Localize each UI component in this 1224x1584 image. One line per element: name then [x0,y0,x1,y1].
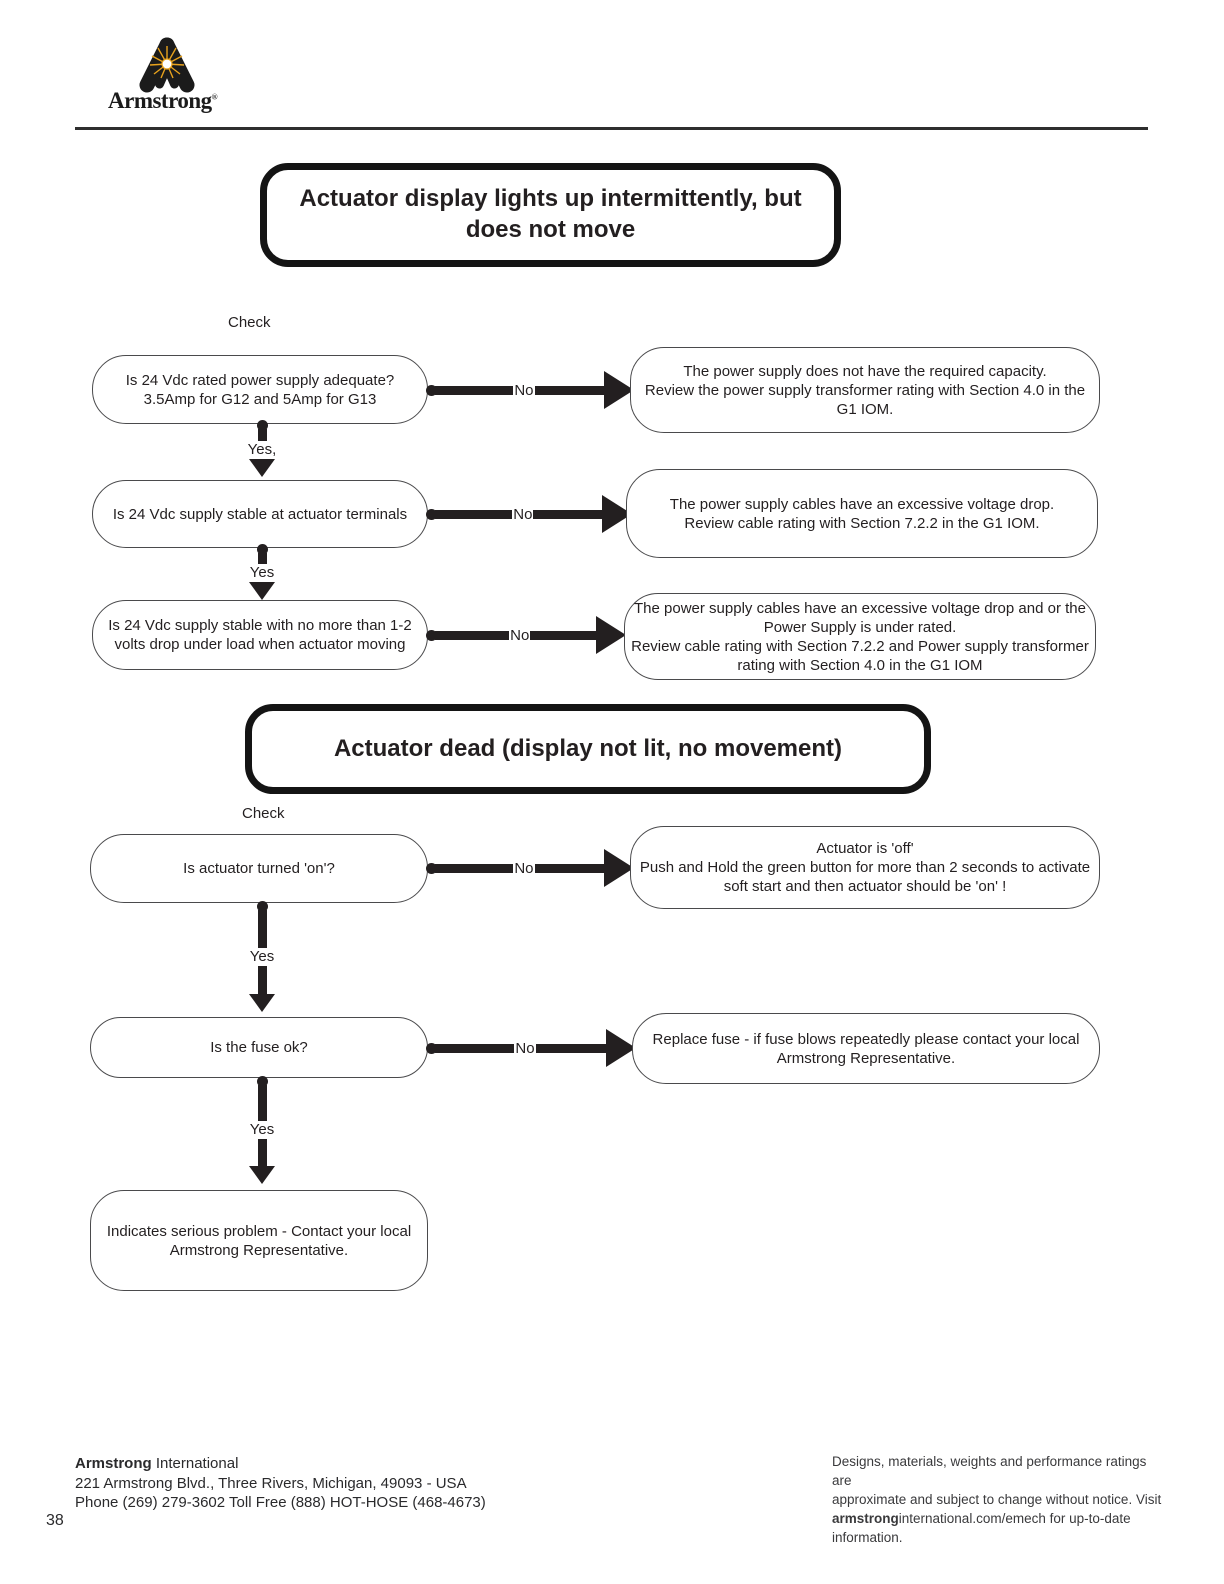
arrow-start-dot [426,1042,437,1054]
armstrong-wordmark: Armstrong® [108,88,218,113]
yes-arrow: Yes, [242,420,282,477]
no-label: No [515,1039,535,1057]
final-box-serious-problem: Indicates serious problem - Contact your… [90,1190,428,1291]
answer-box-cables-underrated: The power supply cables have an excessiv… [624,593,1096,680]
answer-box-voltage-drop: The power supply cables have an excessiv… [626,469,1098,558]
arrow-start-dot [256,420,268,431]
arrow-start-dot [426,629,437,641]
arrow-start-dot [426,508,437,520]
yes-label: Yes [249,1121,275,1138]
registered-mark: ® [211,92,218,102]
no-arrow: No [426,616,626,654]
no-arrow: No [426,495,632,533]
question-box-fuse-ok: Is the fuse ok? [90,1017,428,1078]
arrowhead-right-icon [596,616,626,654]
yes-arrow: Yes [242,544,282,600]
arrow-start-dot [256,544,268,555]
flowchart2-check-label: Check [242,805,285,822]
footer-address: 221 Armstrong Blvd., Three Rivers, Michi… [75,1474,467,1492]
arrow-start-dot [256,1076,268,1087]
no-label: No [510,626,530,644]
no-arrow: No [426,1029,636,1067]
flowchart2-title: Actuator dead (display not lit, no movem… [245,704,931,794]
footer-notice-line1: Designs, materials, weights and performa… [832,1454,1147,1488]
armstrong-logo-icon [139,37,195,93]
arrowhead-right-icon [604,371,634,409]
footer-company-block: Armstrong International 221 Armstrong Bl… [75,1454,486,1513]
question-box-volts-drop: Is 24 Vdc supply stable with no more tha… [92,600,428,670]
no-arrow: No [426,849,634,887]
arrowhead-down-icon [249,582,275,600]
question-box-actuator-on: Is actuator turned 'on'? [90,834,428,903]
arrow-start-dot [256,901,268,912]
answer-box-replace-fuse: Replace fuse - if fuse blows repeatedly … [632,1013,1100,1084]
arrowhead-right-icon [604,849,634,887]
arrowhead-down-icon [249,994,275,1012]
arrow-start-dot [426,384,437,396]
answer-box-power-capacity: The power supply does not have the requi… [630,347,1100,433]
yes-label: Yes [249,564,275,581]
flowchart1-title: Actuator display lights up intermittentl… [260,163,841,267]
yes-arrow: Yes [242,901,282,1012]
footer-phone: Phone (269) 279-3602 Toll Free (888) HOT… [75,1494,486,1511]
question-box-supply-stable: Is 24 Vdc supply stable at actuator term… [92,480,428,548]
no-arrow: No [426,371,634,409]
page-number: 38 [46,1512,64,1529]
footer-notice-line2: approximate and subject to change withou… [832,1492,1162,1507]
no-label: No [514,859,534,877]
question-box-power-adequate: Is 24 Vdc rated power supply adequate? 3… [92,355,428,424]
answer-box-actuator-off: Actuator is 'off' Push and Hold the gree… [630,826,1100,909]
yes-label: Yes [249,948,275,965]
footer-company-line: Armstrong International [75,1455,239,1472]
header-divider [75,127,1148,130]
arrowhead-down-icon [249,1166,275,1184]
footer-notice-line3: armstronginternational.com/emech for up-… [832,1511,1131,1545]
yes-arrow: Yes [242,1076,282,1184]
footer-notice-block: Designs, materials, weights and performa… [832,1452,1162,1547]
yes-label: Yes, [247,441,277,458]
arrowhead-down-icon [249,459,275,477]
no-label: No [514,381,534,399]
arrowhead-right-icon [606,1029,636,1067]
flowchart1-check-label: Check [228,314,271,331]
arrow-start-dot [426,862,437,874]
no-label: No [513,505,533,523]
